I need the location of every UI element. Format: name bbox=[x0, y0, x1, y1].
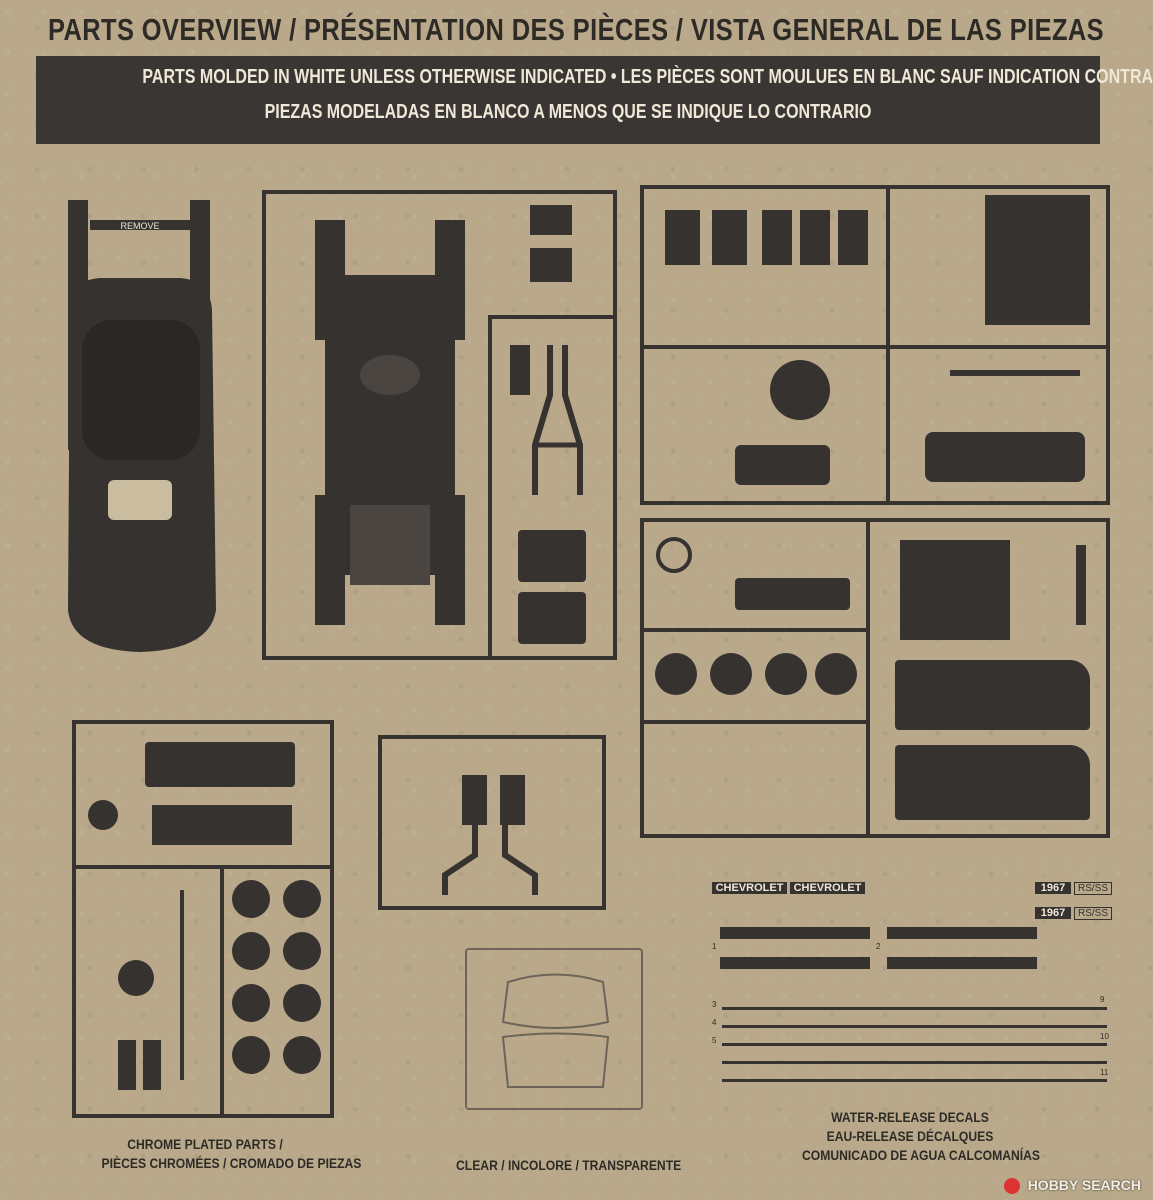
chrome-sprue-tree bbox=[72, 720, 334, 1118]
interior-sprue-divider-h bbox=[640, 628, 870, 632]
clear-sprue-tree bbox=[465, 948, 643, 1110]
wheel-part bbox=[815, 653, 857, 695]
stripe-decal bbox=[887, 957, 1037, 969]
seat-cushion-part bbox=[518, 592, 586, 644]
decal-year-1: 1967 bbox=[1035, 882, 1071, 894]
engine-block-part bbox=[838, 210, 868, 265]
taillight-part bbox=[143, 1040, 161, 1090]
hobby-search-logo-icon bbox=[1003, 1178, 1020, 1194]
seat-cushion-part bbox=[518, 530, 586, 582]
dashboard-part bbox=[735, 578, 850, 610]
decal-badge-2: RS/SS bbox=[1074, 907, 1112, 920]
pinstripe-decal bbox=[722, 1061, 1107, 1064]
stripe-decal bbox=[720, 957, 870, 969]
radiator-part bbox=[735, 445, 830, 485]
remove-label: REMOVE bbox=[120, 221, 159, 231]
decal-year-2: 1967 bbox=[1035, 907, 1071, 919]
pinstripe-decal bbox=[722, 1043, 1107, 1046]
interior-sprue-divider bbox=[866, 518, 870, 838]
rear-axle-part bbox=[950, 370, 1080, 376]
chrome-wheel-part bbox=[283, 932, 321, 970]
stripe-decal bbox=[720, 927, 870, 939]
windshield-part bbox=[501, 973, 610, 1088]
fuel-tank-part bbox=[925, 432, 1085, 482]
decal-number: 11 bbox=[1100, 1068, 1109, 1077]
banner-line-1: PARTS MOLDED IN WHITE UNLESS OTHERWISE I… bbox=[142, 66, 1153, 88]
interior-sprue-divider-h2 bbox=[640, 720, 870, 724]
pinstripe-decal bbox=[722, 1025, 1107, 1028]
air-cleaner-part bbox=[770, 360, 830, 420]
info-banner: PARTS MOLDED IN WHITE UNLESS OTHERWISE I… bbox=[36, 56, 1153, 144]
chrome-wheel-part bbox=[283, 984, 321, 1022]
interior-sprue-tree bbox=[640, 518, 1110, 838]
seat-part bbox=[530, 205, 572, 235]
pinstripe-decal bbox=[722, 1079, 1107, 1082]
engine-block-part bbox=[665, 210, 700, 265]
decal-number: 4 bbox=[712, 1018, 717, 1027]
rear-seat-part bbox=[900, 540, 1010, 640]
engine-block-part bbox=[712, 210, 747, 265]
decals-caption-line-1: WATER-RELEASE DECALS bbox=[831, 1110, 989, 1125]
exhaust-pipes-part bbox=[442, 825, 538, 895]
watermark-text: HOBBY SEARCH bbox=[1027, 1176, 1141, 1193]
decal-number: 3 bbox=[712, 1000, 717, 1009]
engine-block-part bbox=[762, 210, 792, 265]
door-panel-part bbox=[895, 660, 1090, 730]
banner-line-2: PIEZAS MODELADAS EN BLANCO A MENOS QUE S… bbox=[264, 101, 872, 123]
seat-part bbox=[530, 248, 572, 282]
chrome-caption-line-1: CHROME PLATED PARTS / bbox=[127, 1137, 283, 1152]
engine-block-part bbox=[800, 210, 830, 265]
chassis-sprue-tree bbox=[262, 190, 617, 660]
decal-number: 5 bbox=[712, 1036, 717, 1045]
decal-number: 2 bbox=[876, 942, 881, 951]
manifold-part bbox=[500, 775, 525, 825]
door-panel-part bbox=[895, 745, 1090, 820]
front-grille-part bbox=[145, 742, 295, 787]
fan-part bbox=[118, 960, 154, 996]
exhaust-sprue-tree bbox=[378, 735, 606, 910]
chrome-caption-line-2: PIÈCES CHROMÉES / CROMADO DE PIEZAS bbox=[101, 1156, 362, 1171]
decals-caption-line-2: EAU-RELEASE DÉCALQUES bbox=[826, 1129, 994, 1144]
chrome-wheel-part bbox=[232, 932, 270, 970]
shifter-part bbox=[1076, 545, 1086, 625]
chassis-part bbox=[315, 220, 465, 625]
car-body-part: REMOVE bbox=[68, 200, 216, 652]
page-title: PARTS OVERVIEW / PRÉSENTATION DES PIÈCES… bbox=[48, 12, 1105, 47]
watermark: HOBBY SEARCH bbox=[1003, 1176, 1141, 1194]
decal-brand-2: CHEVROLET bbox=[790, 882, 865, 894]
manifold-part bbox=[462, 775, 487, 825]
trim-strip-part bbox=[180, 890, 184, 1080]
stripe-decal bbox=[887, 927, 1037, 939]
chrome-wheel-part bbox=[232, 1036, 270, 1074]
taillight-part bbox=[118, 1040, 136, 1090]
decal-sheet: CHEVROLET CHEVROLET 1967 RS/SS 1967 RS/S… bbox=[712, 880, 1112, 1095]
decal-number: 1 bbox=[712, 942, 717, 951]
exhaust-frame-part bbox=[510, 345, 583, 495]
rear-bumper-part bbox=[152, 805, 292, 845]
decal-number: 9 bbox=[1100, 995, 1105, 1004]
wheel-part bbox=[655, 653, 697, 695]
decal-badge-1: RS/SS bbox=[1074, 882, 1112, 895]
pinstripe-decal bbox=[722, 1007, 1107, 1010]
chrome-sprue-divider-h bbox=[72, 865, 334, 869]
engine-sprue-divider-h bbox=[640, 345, 1110, 349]
chrome-sprue-divider bbox=[220, 865, 224, 1118]
chrome-wheel-part bbox=[283, 1036, 321, 1074]
wheel-part bbox=[710, 653, 752, 695]
chrome-wheel-part bbox=[232, 880, 270, 918]
chassis-sprue-divider bbox=[488, 315, 492, 660]
steering-wheel-part bbox=[656, 537, 692, 573]
hood-part bbox=[985, 195, 1090, 325]
decals-caption-line-3: COMUNICADO DE AGUA CALCOMANÍAS bbox=[802, 1148, 1041, 1163]
clear-caption: CLEAR / INCOLORE / TRANSPARENTE bbox=[456, 1158, 682, 1173]
chrome-wheel-part bbox=[283, 880, 321, 918]
decal-brand-1: CHEVROLET bbox=[712, 882, 787, 894]
wheel-part bbox=[765, 653, 807, 695]
decal-number: 10 bbox=[1100, 1032, 1109, 1041]
chassis-sprue-divider-h bbox=[488, 315, 617, 319]
chrome-wheel-part bbox=[232, 984, 270, 1022]
hubcap-part bbox=[88, 800, 118, 830]
chrome-caption: CHROME PLATED PARTS / PIÈCES CHROMÉES / … bbox=[101, 1137, 362, 1171]
decals-caption: WATER-RELEASE DECALS EAU-RELEASE DÉCALQU… bbox=[802, 1110, 1041, 1163]
